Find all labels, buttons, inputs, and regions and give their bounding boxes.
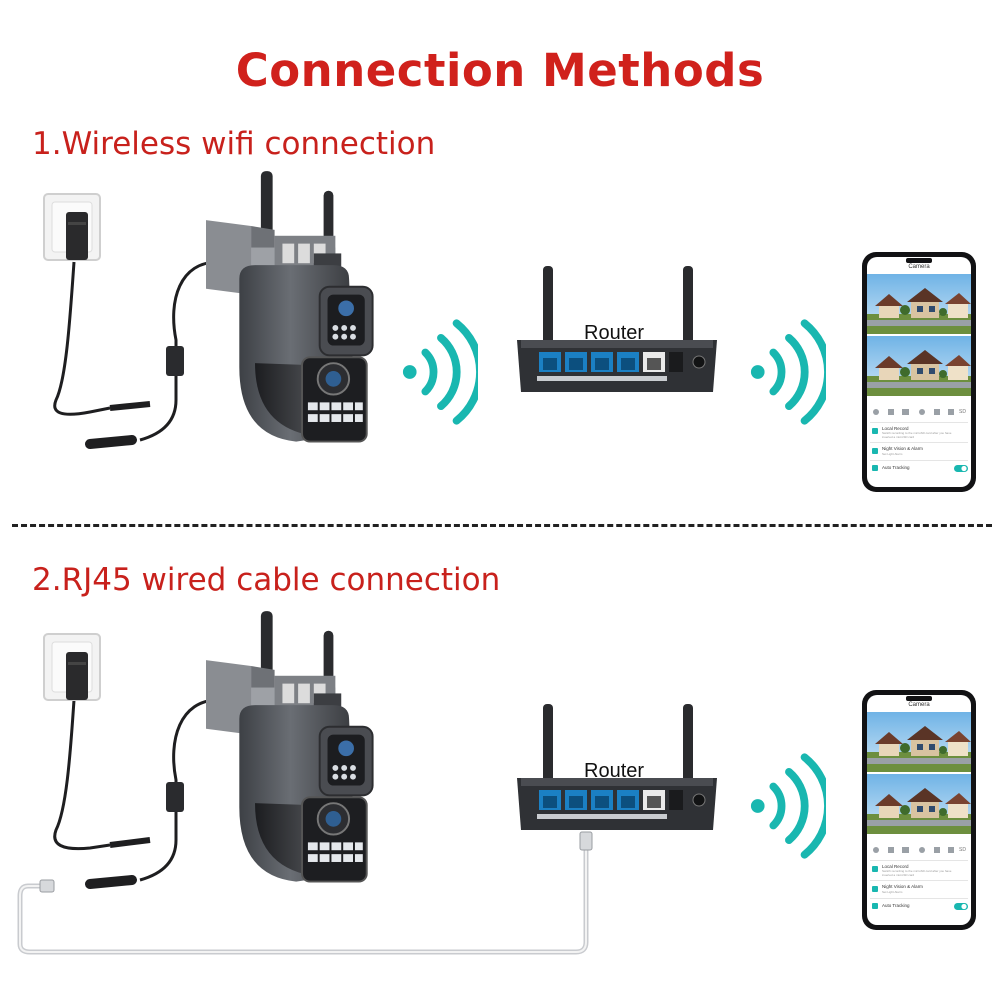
router-label: Router	[584, 760, 645, 782]
app-row-sub: Set Light Alarm	[882, 452, 903, 456]
power-cable	[53, 261, 111, 416]
app-row-label: Night Vision & Alarm	[882, 884, 923, 889]
app-row-label: Local Record	[882, 864, 909, 869]
app-row-label: Auto Tracking	[882, 465, 910, 470]
camera-view-bottom	[867, 774, 971, 834]
section-divider	[12, 524, 992, 527]
wall-socket	[43, 633, 101, 701]
camera-view-top	[867, 712, 971, 772]
phone-app-preview: Camera SD Local Record Switch recording …	[862, 252, 976, 492]
app-row-label: Night Vision & Alarm	[882, 446, 923, 451]
app-row-sub: Set Light Alarm	[882, 890, 903, 894]
cable-splitter	[166, 782, 184, 812]
app-toolbar-icons	[873, 847, 954, 853]
page-title: Connection Methods	[235, 44, 765, 97]
ethernet-plug-router	[579, 831, 593, 851]
ethernet-plug-camera	[39, 879, 55, 893]
camera-lead-cable	[139, 698, 219, 882]
dc-connector	[109, 837, 151, 848]
power-cable	[53, 699, 111, 851]
app-row-sub: Switch recording to the microSD card aft…	[882, 431, 952, 439]
section-title-wireless: 1.Wireless wifi connection	[32, 126, 436, 162]
wifi-signal-icon-phone	[751, 757, 828, 855]
camera-lead-cable	[139, 260, 219, 442]
app-toolbar-sd: SD	[959, 847, 966, 853]
wireless-diagram-canvas	[43, 170, 1000, 449]
section-title-wired: 2.RJ45 wired cable connection	[32, 562, 501, 598]
phone-frame	[862, 252, 976, 492]
app-header-title: Camera	[908, 264, 930, 270]
rj45-port-connector	[85, 875, 137, 889]
dc-connector	[109, 401, 151, 411]
phone-app-preview: Camera SD Local Record Switch recording …	[862, 690, 976, 930]
cable-splitter	[166, 346, 184, 376]
wireless-diagram	[43, 170, 1000, 449]
app-row-label: Auto Tracking	[882, 903, 910, 908]
ptz-camera	[206, 610, 374, 883]
app-header-title: Camera	[908, 702, 930, 708]
app-toolbar-icons	[873, 409, 954, 415]
app-row-sub: Switch recording to the microSD card aft…	[882, 869, 952, 877]
app-row-label: Local Record	[882, 426, 909, 431]
phone-frame	[862, 690, 976, 930]
app-toolbar-sd: SD	[959, 409, 966, 415]
router-label: Router	[584, 322, 645, 344]
rj45-port-connector	[85, 435, 137, 449]
